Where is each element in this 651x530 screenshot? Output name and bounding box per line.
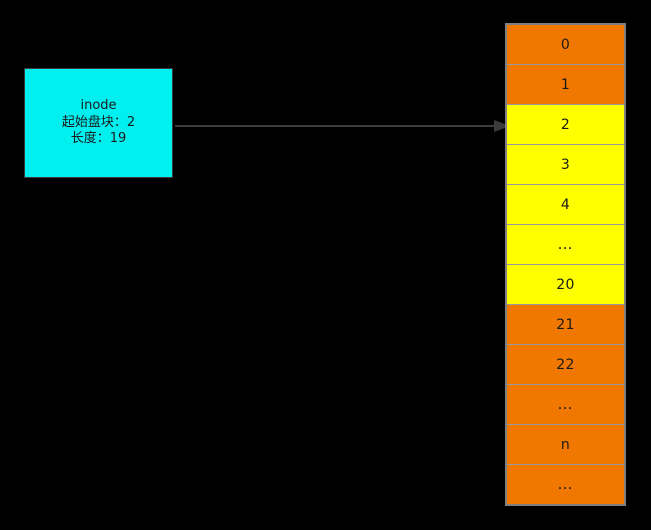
- disk-block-row[interactable]: 21: [507, 305, 624, 345]
- disk-block-label: …: [557, 475, 574, 493]
- disk-block-row[interactable]: …: [507, 225, 624, 265]
- inode-box[interactable]: inode 起始盘块：2 长度：19: [24, 68, 173, 178]
- disk-block-row[interactable]: 22: [507, 345, 624, 385]
- disk-block-label: 0: [560, 36, 571, 53]
- disk-block-label: 2: [560, 116, 571, 133]
- disk-block-row[interactable]: 20: [507, 265, 624, 305]
- disk-block-table: 0 1 2 3 4 … 20 21 22 … n …: [505, 23, 626, 506]
- disk-block-row[interactable]: 3: [507, 145, 624, 185]
- disk-block-label: 4: [560, 196, 571, 213]
- disk-block-row[interactable]: 0: [507, 25, 624, 65]
- pointer-arrow: [175, 120, 510, 132]
- disk-block-label: n: [560, 436, 571, 453]
- disk-block-row[interactable]: 2: [507, 105, 624, 145]
- disk-block-row[interactable]: …: [507, 465, 624, 504]
- inode-start-block: 起始盘块：2: [61, 114, 136, 130]
- disk-block-label: …: [557, 395, 574, 413]
- disk-block-label: 20: [556, 276, 575, 293]
- disk-block-label: …: [557, 235, 574, 253]
- disk-block-label: 1: [560, 76, 571, 93]
- disk-block-row[interactable]: n: [507, 425, 624, 465]
- inode-title: inode: [80, 98, 117, 114]
- disk-block-label: 21: [556, 316, 575, 333]
- disk-block-row[interactable]: …: [507, 385, 624, 425]
- disk-block-label: 22: [556, 356, 575, 373]
- inode-length: 长度：19: [70, 131, 127, 147]
- disk-block-label: 3: [560, 156, 571, 173]
- disk-block-row[interactable]: 1: [507, 65, 624, 105]
- disk-block-row[interactable]: 4: [507, 185, 624, 225]
